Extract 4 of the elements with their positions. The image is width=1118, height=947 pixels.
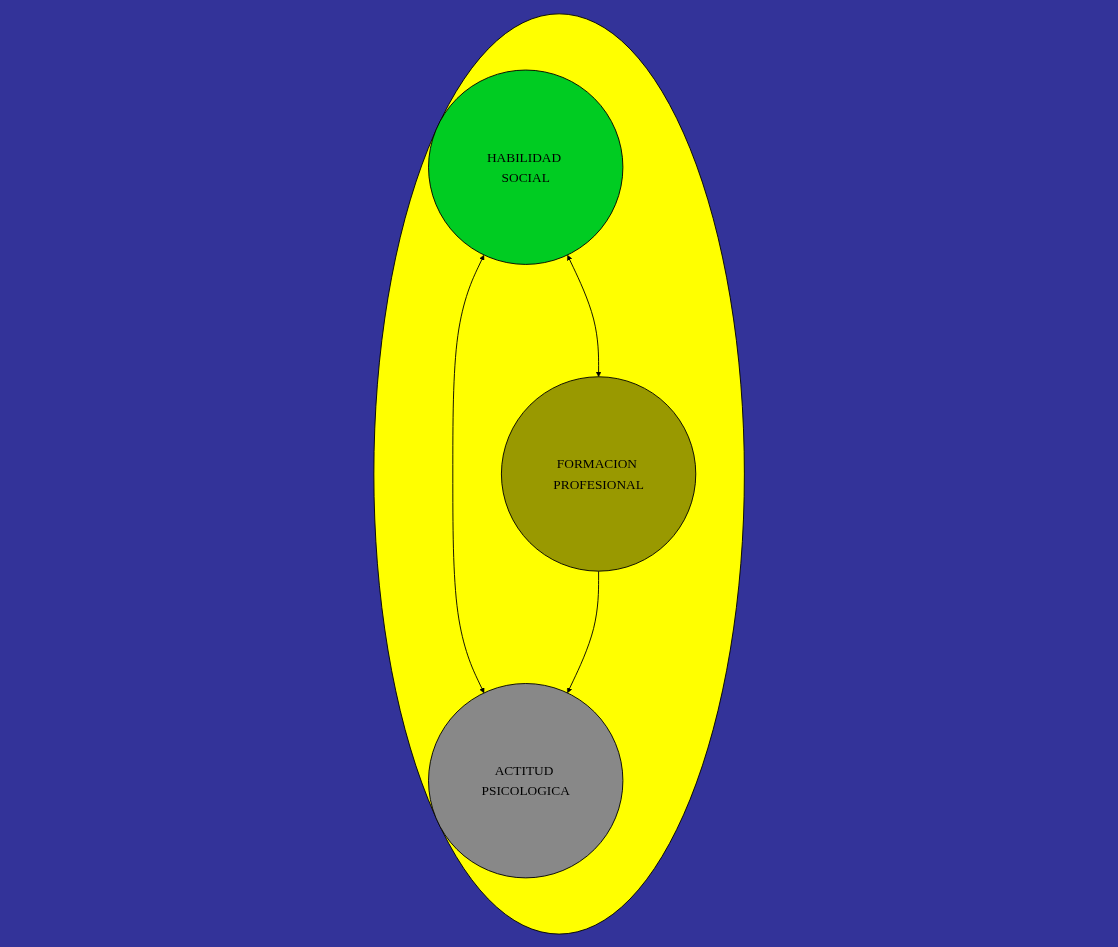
node-circle: FORMACION PROFESIONAL [500,375,697,572]
node-circle: ACTITUD PSICOLOGICA [427,682,624,878]
node-circle: HABILIDAD SOCIAL [427,69,624,265]
cluster [373,12,745,935]
